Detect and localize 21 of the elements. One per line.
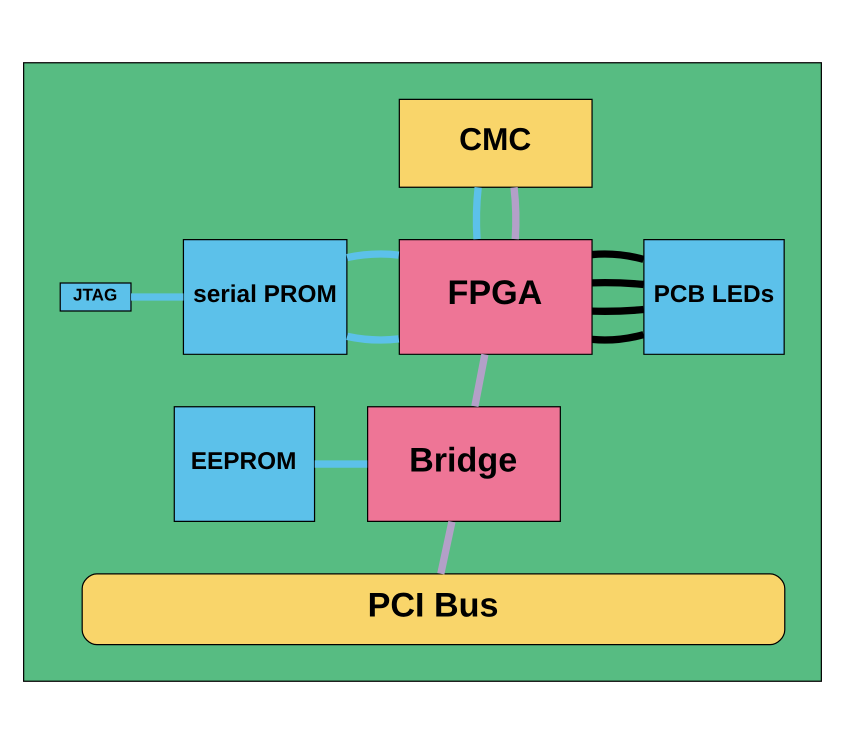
- connector: [591, 306, 644, 315]
- node-box: EEPROM: [173, 406, 315, 522]
- connector: [346, 250, 399, 262]
- connector: [591, 331, 644, 344]
- node-box: FPGA: [398, 239, 592, 355]
- node-box: CMC: [398, 98, 592, 188]
- node-box: PCI Bus: [81, 573, 785, 646]
- connector: [591, 279, 644, 288]
- connector: [436, 520, 455, 575]
- node-box: serial PROM: [182, 239, 347, 355]
- node-box: PCB LEDs: [642, 239, 784, 355]
- connector: [314, 460, 367, 468]
- node-box: JTAG: [59, 282, 132, 312]
- connector: [472, 187, 482, 240]
- node-box: Bridge: [366, 406, 560, 522]
- connector: [470, 354, 488, 408]
- connector: [346, 332, 399, 344]
- connector: [130, 293, 183, 301]
- connector: [591, 250, 644, 263]
- cluster: [22, 62, 822, 682]
- connector: [510, 187, 519, 240]
